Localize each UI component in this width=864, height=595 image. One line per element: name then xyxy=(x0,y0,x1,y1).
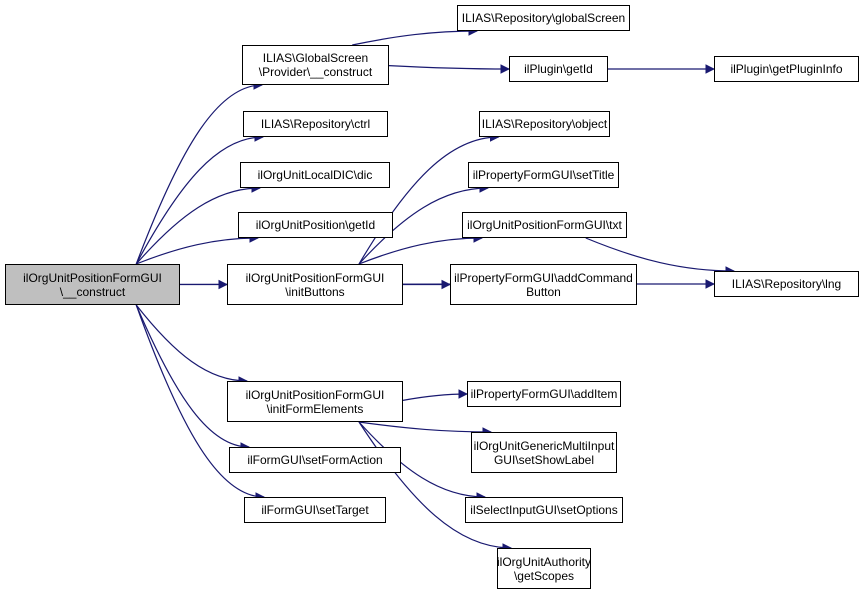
node-pos-getid[interactable]: ilOrgUnitPosition\getId xyxy=(238,212,393,238)
edge-gs_provider-to-repo_globalscreen xyxy=(352,26,478,46)
edge-root-to-set_target xyxy=(135,304,265,502)
edge-init_form-to-show_label xyxy=(358,421,492,437)
node-show-label[interactable]: ilOrgUnitGenericMultiInput GUI\setShowLa… xyxy=(471,432,617,473)
edge-root-to-gs_provider xyxy=(135,80,263,265)
edge-init_buttons-to-set_title xyxy=(358,183,489,265)
edge-root-to-init_form xyxy=(135,304,248,386)
edge-root-to-localdic xyxy=(135,183,261,265)
node-add-item[interactable]: ilPropertyFormGUI\addItem xyxy=(467,381,621,407)
node-repo-ctrl[interactable]: ILIAS\Repository\ctrl xyxy=(243,111,388,137)
node-set-title[interactable]: ilPropertyFormGUI\setTitle xyxy=(468,162,619,188)
edge-init_buttons-to-repo_object xyxy=(358,132,500,265)
edge-root-to-set_form_action xyxy=(135,304,250,452)
node-plugin-getid[interactable]: ilPlugin\getId xyxy=(509,56,608,82)
node-root[interactable]: ilOrgUnitPositionFormGUI \__construct xyxy=(5,264,180,305)
node-repo-globalscreen[interactable]: ILIAS\Repository\globalScreen xyxy=(457,5,630,31)
node-init-form[interactable]: ilOrgUnitPositionFormGUI \initFormElemen… xyxy=(227,381,403,422)
node-gs-provider[interactable]: ILIAS\GlobalScreen \Provider\__construct xyxy=(242,45,389,85)
node-set-form-action[interactable]: ilFormGUI\setFormAction xyxy=(229,447,401,473)
node-localdic[interactable]: ilOrgUnitLocalDIC\dic xyxy=(240,162,390,188)
edge-init_buttons-to-txt xyxy=(358,233,483,265)
node-init-buttons[interactable]: ilOrgUnitPositionFormGUI \initButtons xyxy=(227,264,403,305)
edge-init_form-to-set_options xyxy=(358,421,486,502)
edge-init_form-to-add_item xyxy=(402,389,468,401)
edge-root-to-pos_getid xyxy=(136,233,259,265)
node-txt[interactable]: ilOrgUnitPositionFormGUI\txt xyxy=(462,212,627,238)
node-add-cmd-btn[interactable]: ilPropertyFormGUI\addCommand Button xyxy=(450,264,637,305)
node-plugin-info[interactable]: ilPlugin\getPluginInfo xyxy=(714,56,859,82)
node-set-options[interactable]: ilSelectInputGUI\setOptions xyxy=(465,497,623,523)
node-repo-lng[interactable]: ILIAS\Repository\lng xyxy=(714,271,859,297)
edge-root-to-repo_ctrl xyxy=(135,132,264,265)
node-repo-object[interactable]: ILIAS\Repository\object xyxy=(479,111,610,137)
node-set-target[interactable]: ilFormGUI\setTarget xyxy=(244,497,386,523)
edge-txt-to-repo_lng xyxy=(585,237,735,276)
node-get-scopes[interactable]: ilOrgUnitAuthority \getScopes xyxy=(497,548,591,589)
edge-gs_provider-to-plugin_getid xyxy=(388,64,510,74)
